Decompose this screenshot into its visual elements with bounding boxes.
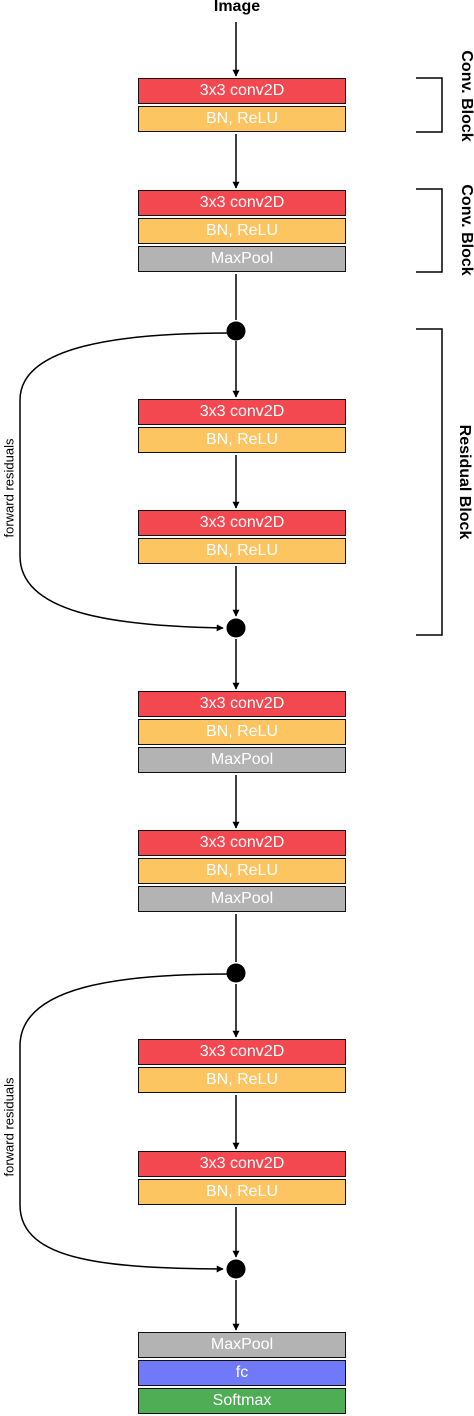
- residual-curve-2: [19, 973, 231, 1273]
- forward-residuals-label: forward residuals: [1, 1077, 17, 1177]
- bn-relu-layer: BN, ReLU: [138, 218, 346, 244]
- junction-node: [226, 618, 246, 638]
- bn-relu-layer: BN, ReLU: [138, 858, 346, 884]
- maxpool-layer: MaxPool: [138, 886, 346, 912]
- residual-curve-1: [19, 332, 231, 632]
- conv-layer: 3x3 conv2D: [138, 510, 346, 536]
- conv-layer: 3x3 conv2D: [138, 399, 346, 425]
- bracket-conv-block-2: [416, 188, 443, 273]
- conv-layer: 3x3 conv2D: [138, 1151, 346, 1177]
- conv-layer: 3x3 conv2D: [138, 691, 346, 717]
- conv-block-label: Conv. Block: [458, 50, 474, 142]
- junction-node: [226, 1259, 246, 1279]
- bn-relu-layer: BN, ReLU: [138, 1179, 346, 1205]
- conv-layer: 3x3 conv2D: [138, 1039, 346, 1065]
- bn-relu-layer: BN, ReLU: [138, 106, 346, 132]
- conv-layer: 3x3 conv2D: [138, 190, 346, 216]
- softmax-layer: Softmax: [138, 1388, 346, 1414]
- bn-relu-layer: BN, ReLU: [138, 719, 346, 745]
- residual-block-label: Residual Block: [456, 424, 473, 540]
- bracket-residual-block: [416, 328, 443, 636]
- bn-relu-layer: BN, ReLU: [138, 538, 346, 564]
- conv-block-label: Conv. Block: [458, 184, 474, 276]
- conv-layer: 3x3 conv2D: [138, 78, 346, 104]
- fc-layer: fc: [138, 1360, 346, 1386]
- input-label: Image: [213, 0, 261, 15]
- bn-relu-layer: BN, ReLU: [138, 427, 346, 453]
- junction-node: [226, 321, 246, 341]
- maxpool-layer: MaxPool: [138, 246, 346, 272]
- bn-relu-layer: BN, ReLU: [138, 1067, 346, 1093]
- bracket-conv-block-1: [416, 77, 443, 133]
- maxpool-layer: MaxPool: [138, 1332, 346, 1358]
- conv-layer: 3x3 conv2D: [138, 830, 346, 856]
- junction-node: [226, 963, 246, 983]
- forward-residuals-label: forward residuals: [1, 438, 17, 538]
- maxpool-layer: MaxPool: [138, 747, 346, 773]
